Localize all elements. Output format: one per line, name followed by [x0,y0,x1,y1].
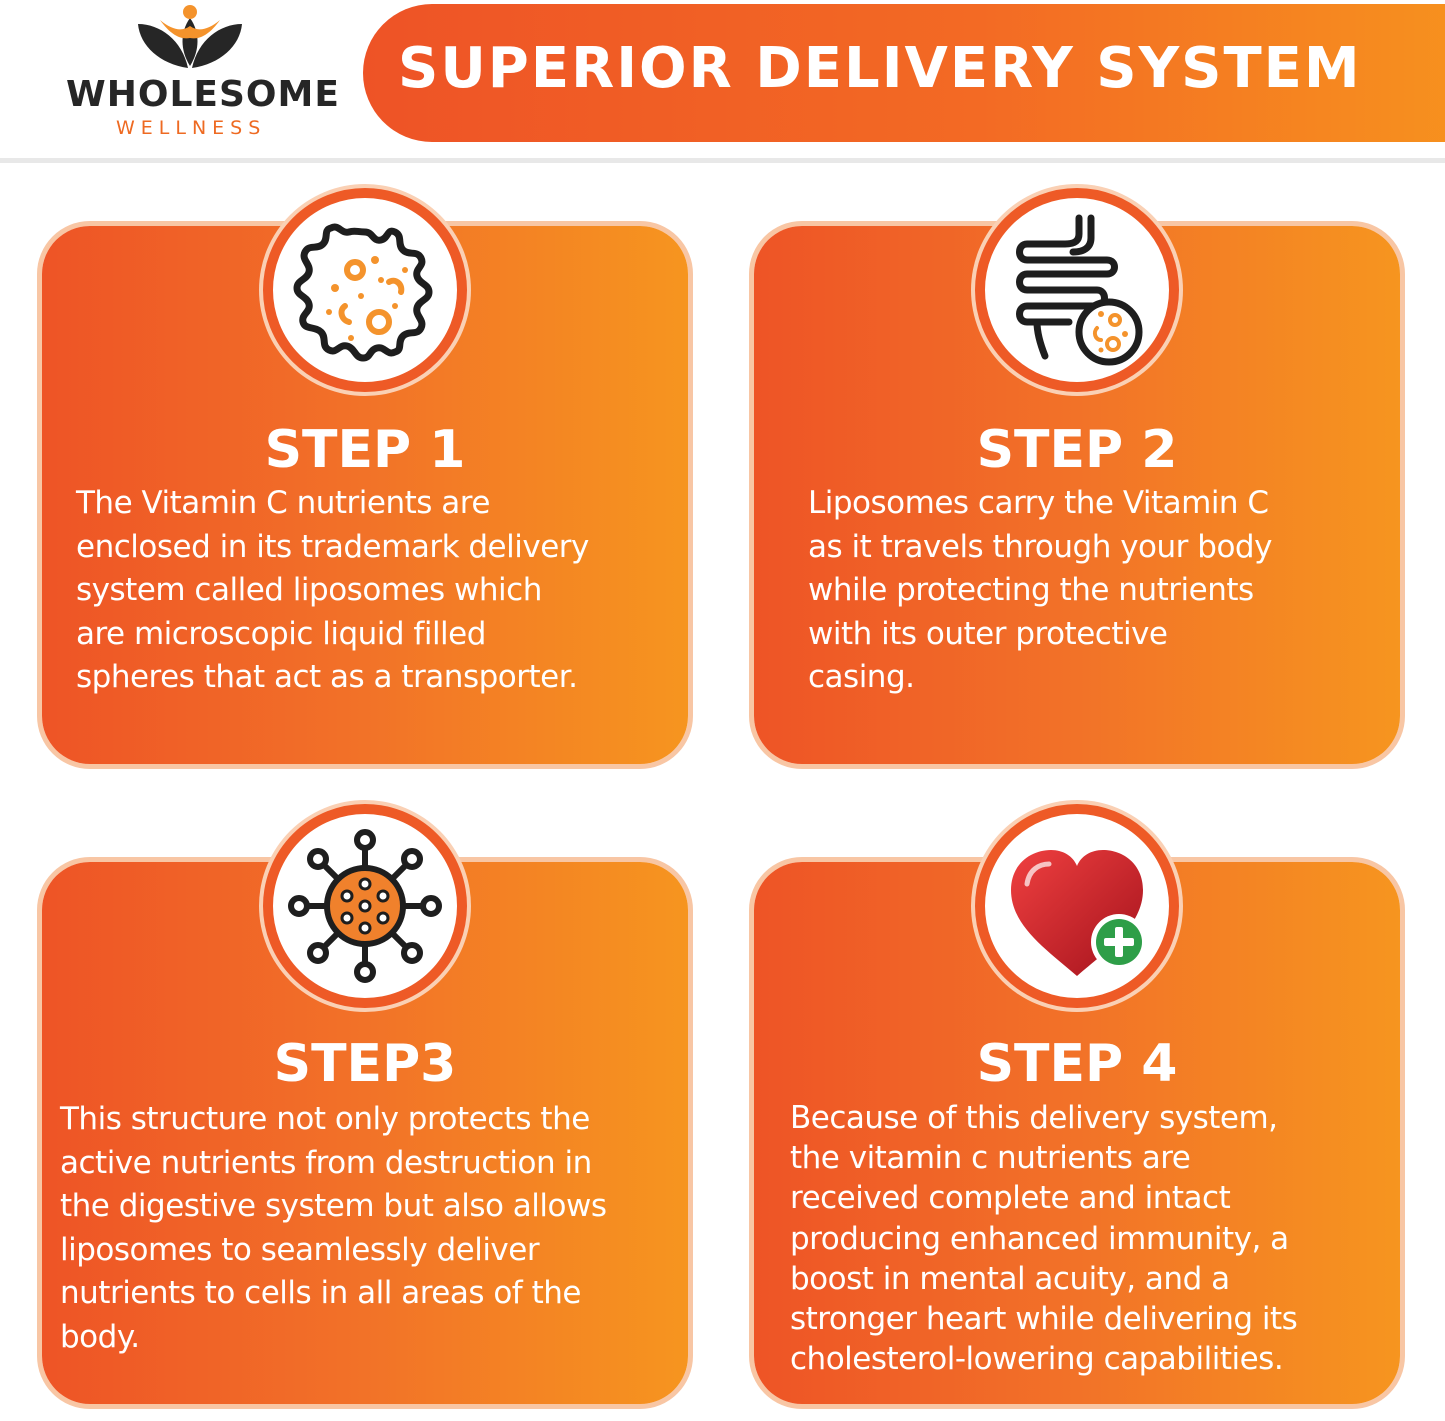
title-banner [363,4,1445,142]
step-2-badge [975,188,1179,392]
step-1-description: The Vitamin C nutrients are enclosed in … [76,485,589,695]
step-3-badge [263,804,467,1008]
header: WHOLESOME WELLNESS SUPERIOR DELIVERY SYS… [0,0,1445,163]
step-1-badge [263,188,467,392]
header-divider [0,158,1445,163]
step-4-description: Because of this delivery system, the vit… [790,1100,1298,1378]
step-4-badge [975,804,1179,1008]
brand-tagline: WELLNESS [116,117,267,139]
leaf-person-logo-icon [138,5,242,68]
brand-logo: WHOLESOME WELLNESS [30,0,340,150]
intestine-icon [1016,214,1143,366]
virus-microbe-icon [293,223,433,362]
step-2-description: Liposomes carry the Vitamin C as it trav… [808,485,1272,695]
step-2-title: STEP 2 [976,420,1178,480]
brand-name: WHOLESOME [66,74,340,115]
page-title: SUPERIOR DELIVERY SYSTEM [398,36,1362,101]
step-4-title: STEP 4 [976,1034,1178,1094]
heart-plus-icon [1011,850,1147,976]
step-3-description: This structure not only protects the act… [60,1101,607,1355]
step-3-title: STEP3 [273,1034,457,1094]
liposome-cell-icon [288,829,442,983]
step-1-title: STEP 1 [264,420,466,480]
